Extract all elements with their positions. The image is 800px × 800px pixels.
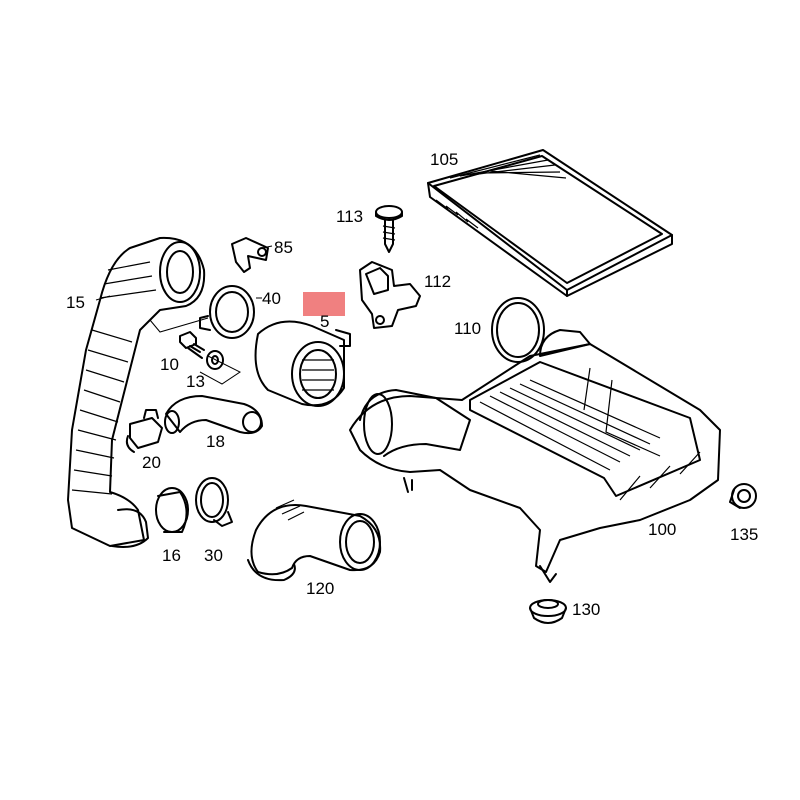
label-10: 10 <box>160 355 179 374</box>
part-112-sensor[interactable] <box>359 261 421 329</box>
label-15: 15 <box>66 293 85 312</box>
label-135: 135 <box>730 525 758 544</box>
label-110: 110 <box>454 319 481 338</box>
part-130-rubber-mount[interactable] <box>529 599 567 624</box>
leader-15 <box>95 295 111 301</box>
label-120: 120 <box>306 579 334 598</box>
part-113-screw[interactable] <box>375 205 403 253</box>
label-40: 40 <box>262 289 281 308</box>
label-105: 105 <box>430 150 458 169</box>
part-30-hose-clamp[interactable] <box>195 477 233 527</box>
leader-15-bracket <box>149 317 209 333</box>
label-113: 113 <box>336 207 363 226</box>
part-40-clamp[interactable] <box>199 285 255 339</box>
label-130: 130 <box>572 600 600 619</box>
part-13-washer[interactable] <box>206 350 224 370</box>
label-30: 30 <box>204 546 223 565</box>
label-16: 16 <box>162 546 181 565</box>
label-100: 100 <box>648 520 676 539</box>
label-85: 85 <box>274 238 293 257</box>
part-5-highlight[interactable] <box>303 292 345 316</box>
part-120-intake-hose[interactable] <box>247 499 382 582</box>
part-100-filter-housing[interactable] <box>349 329 721 583</box>
part-15-intake-duct[interactable] <box>67 236 206 548</box>
part-10-13-leader <box>199 355 241 385</box>
part-105-air-filter[interactable] <box>427 149 673 297</box>
label-13: 13 <box>186 372 205 391</box>
part-20-connector[interactable] <box>125 409 163 453</box>
label-112: 112 <box>424 272 451 291</box>
part-18-elbow-hose[interactable] <box>164 395 263 435</box>
part-85-bracket[interactable] <box>231 237 269 273</box>
part-135-grommet[interactable] <box>729 483 757 509</box>
label-5: 5 <box>320 312 329 331</box>
part-5-air-mass-sensor[interactable] <box>254 320 351 407</box>
label-18: 18 <box>206 432 225 451</box>
label-20: 20 <box>142 453 161 472</box>
part-110-seal-ring[interactable] <box>491 297 545 363</box>
part-10-bolt[interactable] <box>179 331 205 359</box>
part-16-sleeve[interactable] <box>155 487 189 533</box>
leader-85 <box>261 245 273 249</box>
